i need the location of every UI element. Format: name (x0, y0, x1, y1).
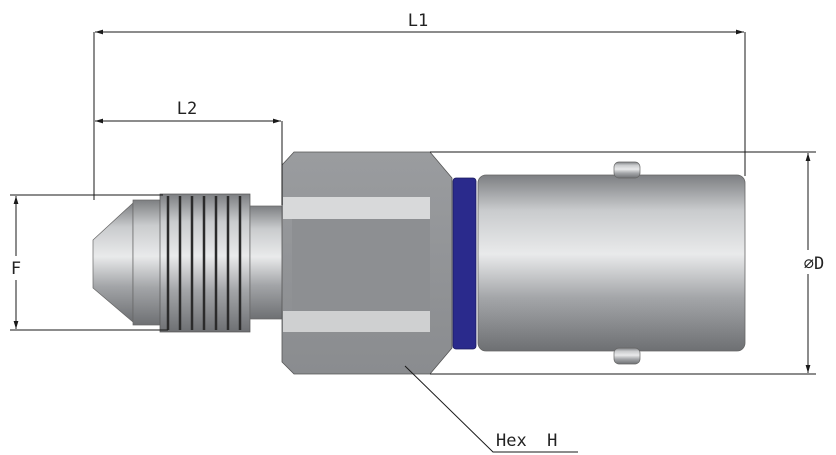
l1-label: L1 (408, 11, 428, 31)
hex-bottom-facet-highlight (283, 311, 430, 332)
nose-collar (132, 199, 162, 326)
nose-cone (92, 202, 134, 323)
thread-grooves (166, 196, 242, 330)
hex-front-face (292, 219, 430, 311)
fitting-body (92, 151, 746, 375)
blue-seal-ring (452, 177, 477, 350)
sleeve (477, 174, 746, 352)
locking-pin-top (613, 161, 641, 179)
f-label: F (11, 259, 21, 279)
d-label: ⌀D (804, 254, 824, 274)
hex-label: Hex H (496, 431, 557, 451)
hex-leader-line (404, 365, 578, 453)
hex-top-facet-highlight (283, 197, 430, 219)
locking-pin-bottom (613, 347, 641, 365)
l2-label: L2 (177, 99, 197, 119)
neck (249, 205, 284, 320)
